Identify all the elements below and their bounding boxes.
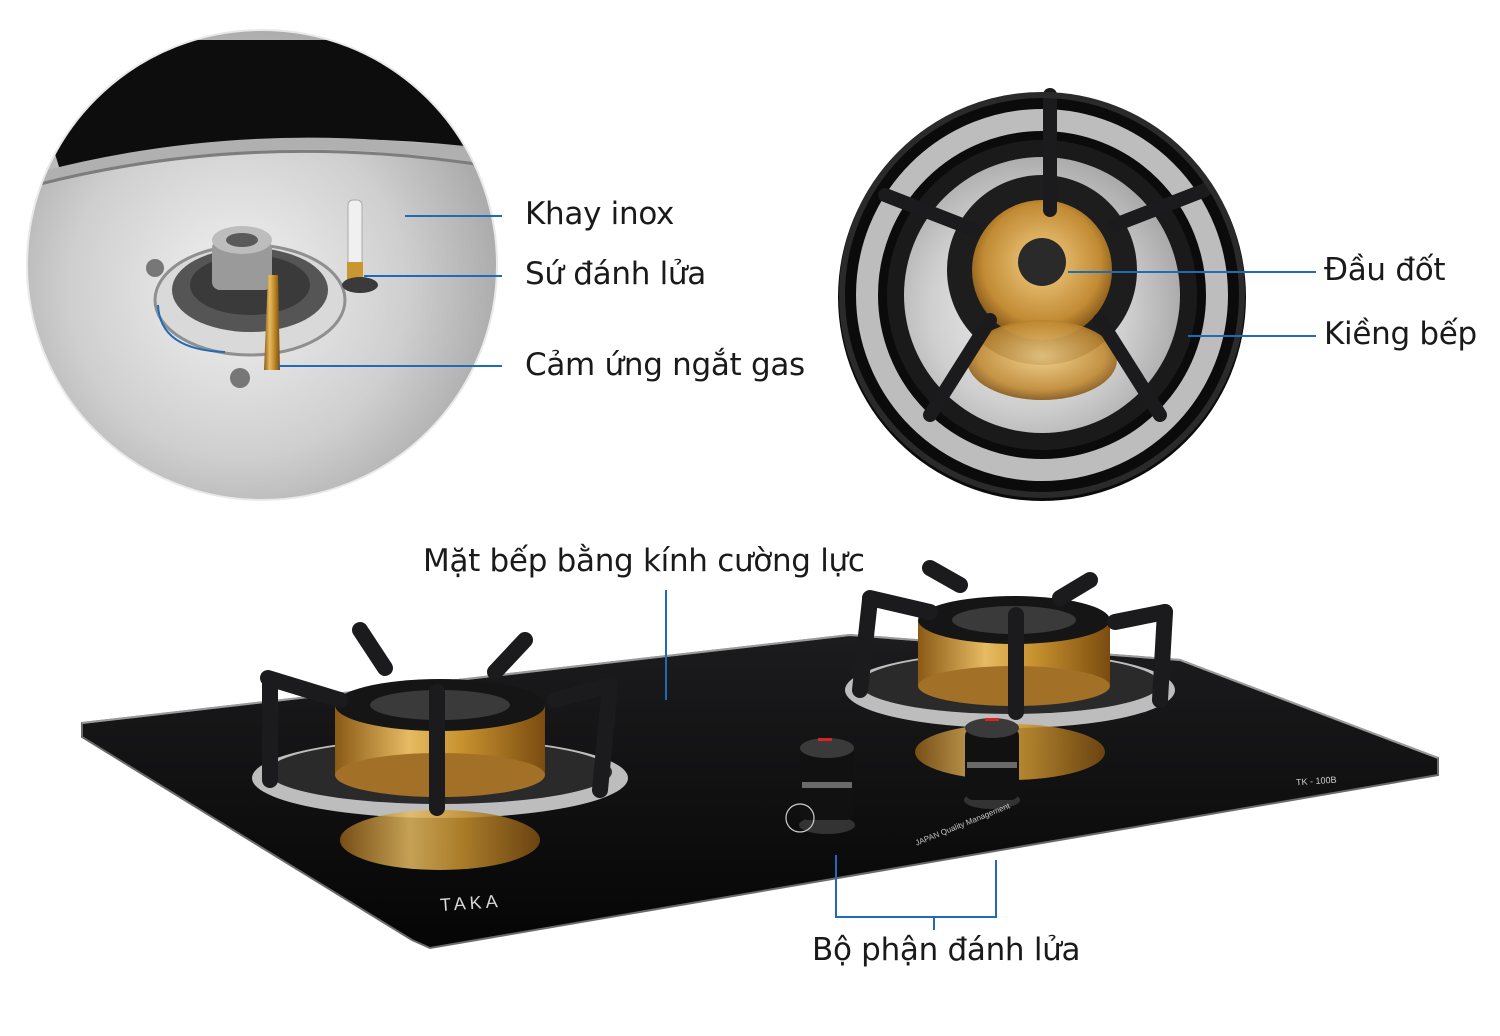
- brand-mark: TAKA: [439, 890, 503, 916]
- leader-lines: [157, 215, 1316, 930]
- label-ignition-unit: Bộ phận đánh lửa: [812, 932, 1081, 968]
- ignition-knobs: [785, 718, 1020, 834]
- stainless-tray-photo: [26, 29, 498, 501]
- label-gas-cutoff-sensor: Cảm ứng ngắt gas: [525, 347, 805, 383]
- label-tempered-glass: Mặt bếp bằng kính cường lực: [423, 543, 865, 579]
- label-stainless-tray: Khay inox: [525, 196, 675, 232]
- label-ignition-ceramic: Sứ đánh lửa: [525, 256, 706, 292]
- left-burner: [252, 622, 628, 870]
- leader-igniter-bracket: [835, 855, 997, 918]
- label-pan-support: Kiềng bếp: [1324, 316, 1477, 352]
- burner-photo: [838, 88, 1246, 501]
- cooktop-photo: [81, 560, 1439, 950]
- label-burner-head: Đầu đốt: [1324, 252, 1446, 288]
- right-burner: [845, 560, 1175, 780]
- leader-tray-curve: [157, 304, 226, 353]
